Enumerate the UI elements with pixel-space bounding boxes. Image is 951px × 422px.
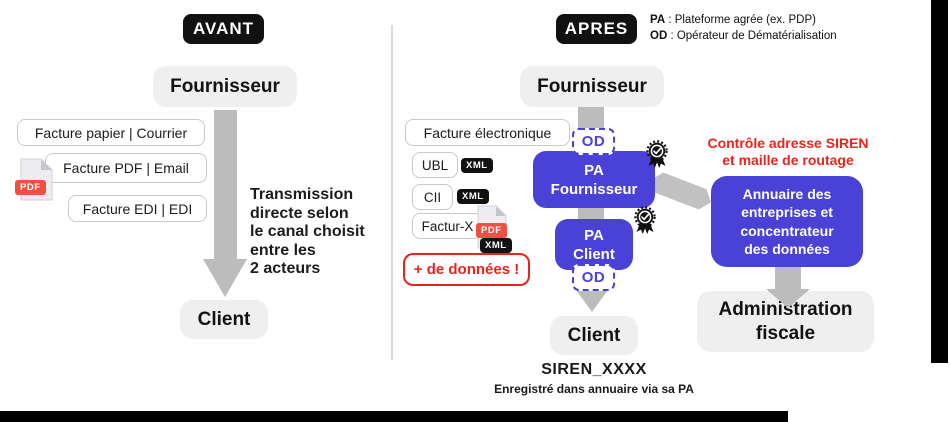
legend-line-od: OD : Opérateur de Dématérialisation bbox=[650, 29, 837, 45]
xml-tag: XML bbox=[461, 158, 493, 173]
pdf-tag: PDF bbox=[476, 223, 507, 238]
administration-line: Administration bbox=[718, 298, 853, 320]
avant-badge: AVANT bbox=[183, 14, 264, 44]
pa-fournisseur-box: PA Fournisseur bbox=[533, 151, 655, 208]
legend-od-desc: : Opérateur de Dématérialisation bbox=[667, 29, 837, 42]
controle-line: Contrôle adresse SIREN bbox=[707, 135, 869, 151]
annuaire-box: Annuaire des entreprises et concentrateu… bbox=[711, 176, 863, 267]
format-facturx-box: Factur-X bbox=[412, 213, 483, 239]
administration-line: fiscale bbox=[755, 322, 816, 344]
down-arrow-avant bbox=[203, 110, 247, 297]
certified-seal-icon bbox=[634, 206, 656, 234]
black-bar-bottom bbox=[0, 411, 788, 422]
xml-tag: XML bbox=[480, 238, 512, 253]
legend: PA : Plateforme agrée (ex. PDP) OD : Opé… bbox=[650, 13, 837, 44]
down-arrow-shaft bbox=[775, 266, 801, 290]
facture-electronique-box: Facture électronique bbox=[405, 119, 570, 146]
legend-pa-desc: : Plateforme agrée (ex. PDP) bbox=[665, 14, 816, 26]
transmission-line: Transmission bbox=[250, 186, 354, 203]
facture-pdf-box: Facture PDF | Email bbox=[45, 153, 207, 183]
plus-de-donnees-callout: + de données ! bbox=[403, 253, 530, 286]
pa-client-line: PA bbox=[584, 226, 604, 244]
avant-client-box: Client bbox=[180, 300, 268, 339]
transmission-line: directe selon bbox=[250, 204, 349, 222]
legend-od-term: OD bbox=[650, 29, 668, 42]
transmission-line: 2 acteurs bbox=[250, 260, 321, 277]
apres-badge: APRES bbox=[556, 14, 637, 44]
annuaire-line: des données bbox=[744, 241, 830, 257]
enregistre-note: Enregistré dans annuaire via sa PA bbox=[494, 382, 694, 396]
down-arrow-shaft bbox=[578, 205, 604, 222]
controle-line: et maille de routage bbox=[722, 151, 854, 168]
annuaire-line: Annuaire des bbox=[742, 185, 832, 202]
controle-siren-note: Contrôle adresse SIREN et maille de rout… bbox=[688, 135, 888, 168]
annuaire-line: entreprises et bbox=[741, 204, 833, 220]
pa-fournisseur-line: Fournisseur bbox=[550, 180, 638, 198]
pa-client-line: Client bbox=[573, 245, 615, 263]
black-bar-right bbox=[931, 0, 948, 363]
avant-fournisseur-box: Fournisseur bbox=[153, 66, 297, 107]
legend-pa-term: PA bbox=[650, 14, 666, 26]
section-divider bbox=[391, 25, 393, 360]
down-arrowhead bbox=[576, 290, 608, 312]
od-badge-bottom: OD bbox=[572, 264, 615, 291]
down-arrowhead bbox=[766, 289, 810, 308]
format-cii-box: CII bbox=[412, 184, 453, 210]
facture-edi-box: Facture EDI | EDI bbox=[68, 195, 207, 222]
pa-fournisseur-line: PA bbox=[584, 161, 604, 179]
legend-line-pa: PA : Plateforme agrée (ex. PDP) bbox=[650, 13, 837, 29]
apres-fournisseur-box: Fournisseur bbox=[520, 66, 664, 107]
format-ubl-box: UBL bbox=[412, 152, 458, 178]
facture-papier-box: Facture papier | Courrier bbox=[17, 119, 205, 146]
transmission-note: Transmission directe selon le canal choi… bbox=[250, 186, 365, 279]
xml-tag: XML bbox=[457, 189, 489, 204]
od-badge-top: OD bbox=[572, 128, 615, 155]
annuaire-line: concentrateur bbox=[740, 222, 834, 239]
apres-client-box: Client bbox=[550, 316, 638, 355]
certified-seal-icon bbox=[646, 140, 668, 168]
siren-label: SIREN_XXXX bbox=[541, 361, 647, 378]
pdf-tag: PDF bbox=[15, 180, 46, 195]
transmission-line: entre les bbox=[250, 241, 316, 259]
pa-client-box: PA Client bbox=[555, 219, 633, 270]
transmission-line: le canal choisit bbox=[250, 223, 365, 240]
